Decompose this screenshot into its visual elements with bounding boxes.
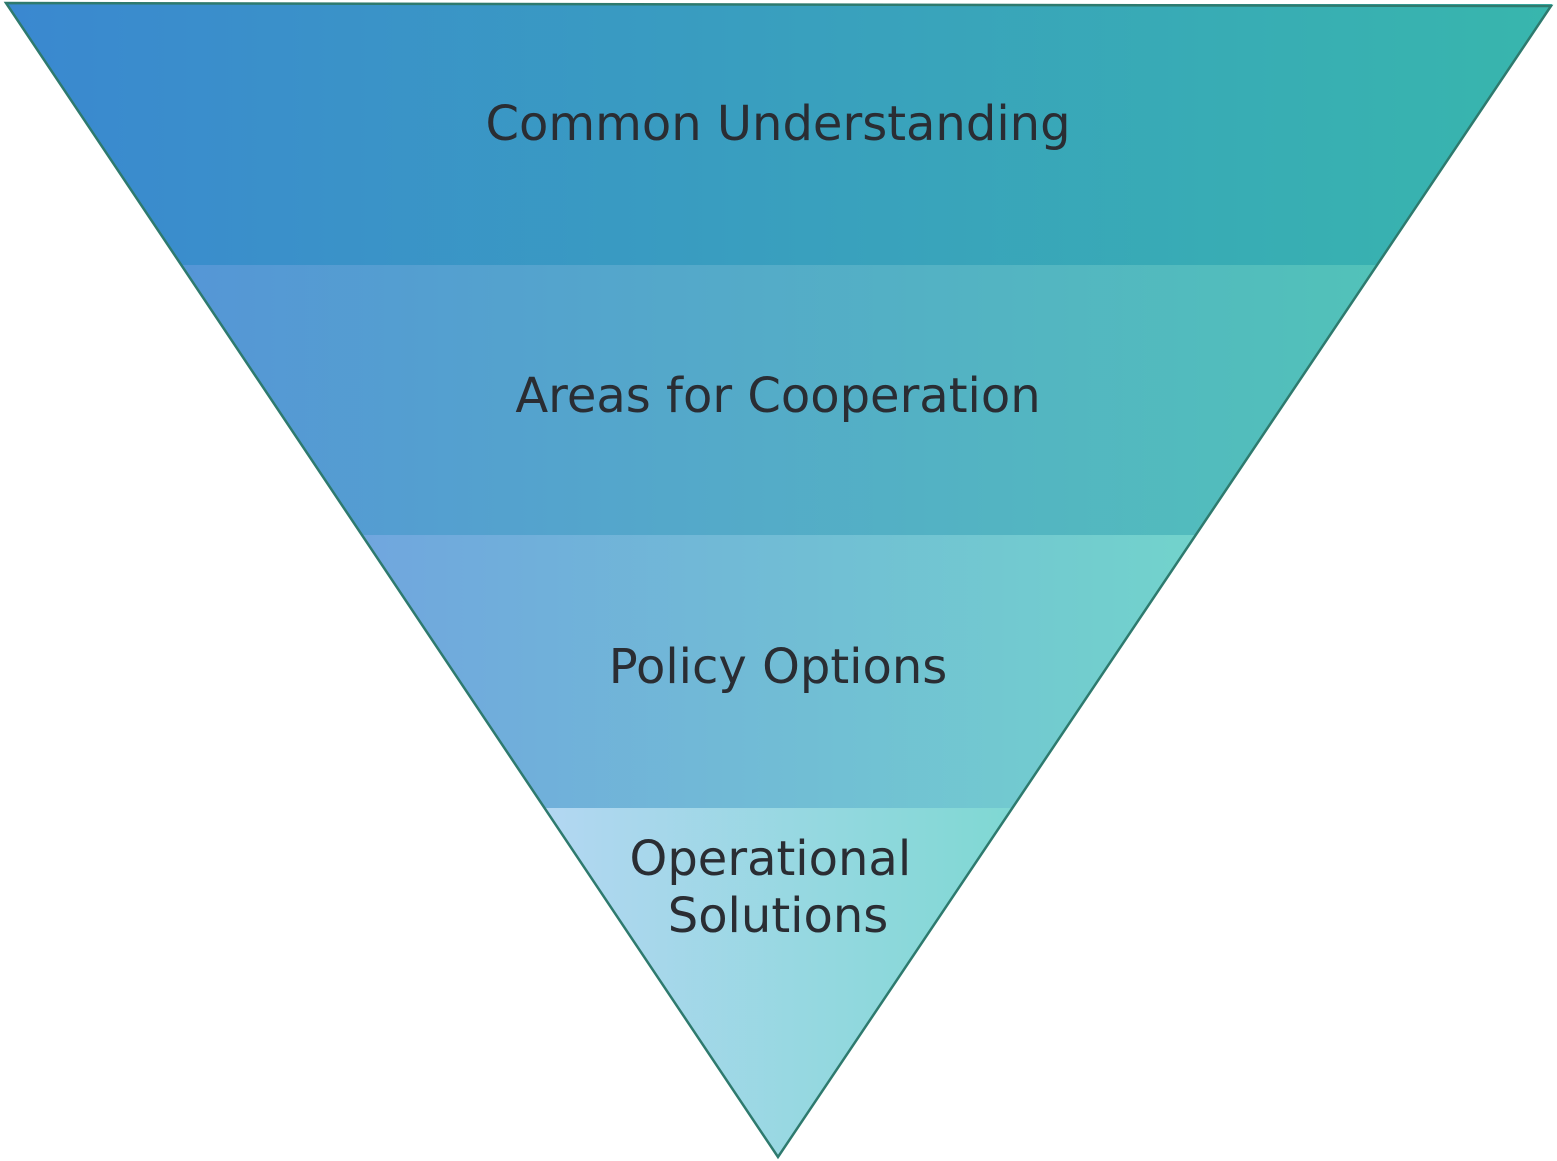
pyramid-outline bbox=[3, 1, 1554, 1160]
layer-label: Policy Options bbox=[609, 639, 948, 695]
layer-label: Operational Solutions bbox=[630, 831, 927, 944]
layer-label-line: Common Understanding bbox=[485, 96, 1070, 152]
layer-band bbox=[361, 535, 1196, 808]
layer-label: Areas for Cooperation bbox=[515, 368, 1040, 424]
layer-band bbox=[6, 4, 1553, 265]
pyramid-layer-operational-solutions: Operational Solutions bbox=[544, 808, 1013, 1157]
layer-label: Common Understanding bbox=[485, 96, 1070, 152]
pyramid-layer-policy-options: Policy Options bbox=[361, 535, 1196, 808]
layer-band bbox=[544, 808, 1013, 1157]
layer-label-line: Solutions bbox=[668, 888, 889, 944]
pyramid-layer-areas-for-cooperation: Areas for Cooperation bbox=[181, 265, 1378, 535]
layer-label-line: Areas for Cooperation bbox=[515, 368, 1040, 424]
layer-label-line: Operational bbox=[630, 831, 912, 887]
layer-band bbox=[181, 265, 1378, 535]
layer-label-line: Policy Options bbox=[609, 639, 948, 695]
pyramid-layer-common-understanding: Common Understanding bbox=[6, 4, 1553, 265]
